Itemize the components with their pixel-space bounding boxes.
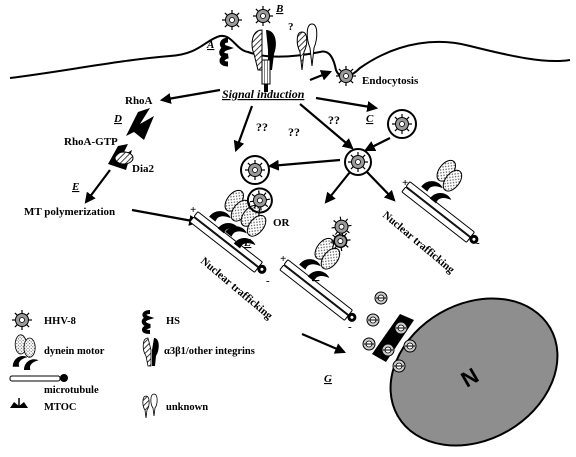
endosome-c	[387, 109, 417, 139]
hhv8-virion-b	[252, 5, 274, 27]
mt-polymerization-arrow	[131, 208, 201, 226]
mt-plus-end-f: +	[280, 253, 286, 265]
legend-microtubule-icon	[9, 374, 68, 382]
rhoa-shape	[126, 108, 154, 140]
endosome-middle	[344, 148, 372, 176]
legend-hhv8-icon	[11, 309, 33, 331]
legend-integrin-icon	[142, 337, 159, 367]
legend-hs-icon	[141, 310, 155, 334]
legend-dynein-label: dynein motor	[44, 346, 105, 357]
step-b-label: B	[275, 3, 283, 15]
legend: HHV-8 HS dynein motor α3β1/other integri…	[9, 309, 255, 419]
rhoa-label: RhoA	[125, 95, 153, 107]
nucleus	[389, 297, 559, 447]
mt-plus-end-right: +	[402, 177, 408, 189]
step-d-label: D	[113, 113, 122, 125]
legend-mtoc-icon	[10, 398, 28, 408]
mt-minus-end-right: -	[476, 237, 480, 249]
dia2-label: Dia2	[132, 163, 155, 175]
microtubule-track-f	[279, 212, 360, 327]
mt-polymerization-label: MT polymerization	[24, 206, 115, 218]
nucleus-arrow	[301, 332, 347, 354]
rhoa-gtp-label: RhoA-GTP	[64, 136, 118, 148]
legend-integrin-label: α3β1/other integrins	[164, 346, 255, 357]
hhv8-virion-a	[221, 9, 243, 31]
endocytosis-label: Endocytosis	[362, 75, 419, 87]
hhv8-endocytosing	[335, 65, 357, 87]
unknown-link-2: ??	[288, 125, 300, 139]
mt-minus-end-e: -	[266, 275, 270, 287]
legend-microtubule-label: microtubule	[44, 385, 99, 396]
step-f-label: F	[311, 270, 320, 282]
unknown-receptor	[296, 23, 318, 71]
microtubule-track-right	[401, 154, 482, 249]
dia2-arrow	[84, 169, 111, 204]
unknown-question-mark: ?	[288, 21, 294, 33]
step-a-label: A	[206, 39, 214, 51]
mt-minus-end-f: -	[348, 321, 352, 333]
step-e-label-left: E	[71, 181, 79, 193]
legend-unknown-label: unknown	[166, 402, 208, 413]
signal-arrows	[159, 70, 396, 204]
endosome-left	[240, 155, 270, 185]
plasma-membrane	[9, 34, 571, 79]
mt-plus-end-e: +	[190, 204, 196, 216]
step-g-label: G	[324, 373, 332, 385]
heparan-sulfate-receptor	[219, 37, 234, 67]
microtubule-track-e	[189, 184, 276, 279]
legend-dynein-icon	[12, 334, 39, 371]
integrin-receptor	[251, 29, 276, 92]
signal-induction-label: Signal induction	[222, 87, 305, 101]
legend-unknown-icon	[142, 393, 158, 419]
step-e-label-track: E	[243, 237, 251, 249]
unknown-link-3: ??	[328, 113, 340, 127]
step-c-label: C	[366, 113, 374, 125]
or-label: OR	[273, 217, 291, 229]
legend-hhv8-label: HHV-8	[44, 316, 76, 327]
legend-hs-label: HS	[166, 316, 180, 327]
unknown-link-1: ??	[256, 120, 268, 134]
legend-mtoc-label: MTOC	[44, 402, 76, 413]
rhoa-dia2-complex	[108, 144, 134, 170]
